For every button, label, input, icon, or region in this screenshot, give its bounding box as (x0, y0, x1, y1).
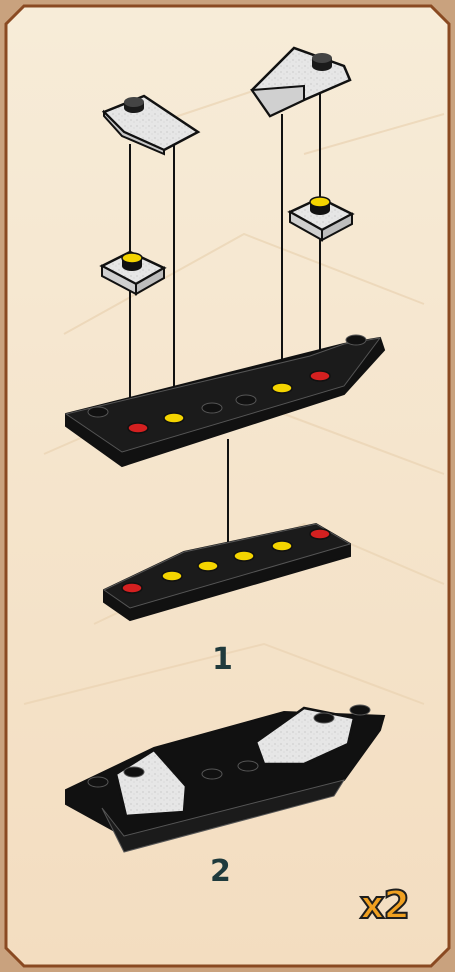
step-number-2: 2 (210, 857, 231, 887)
instruction-frame (4, 4, 451, 968)
step-number-1: 1 (212, 645, 233, 675)
quantity-multiplier: x2 (360, 886, 409, 924)
